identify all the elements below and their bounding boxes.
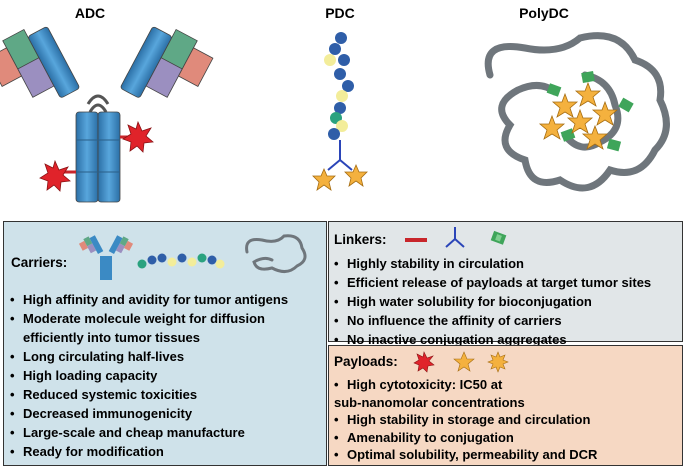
linkers-heading: Linkers: [334, 232, 387, 247]
polydc-polymer-drug-conjugate-illustration [484, 32, 670, 192]
polydc-title: PolyDC [519, 5, 569, 21]
carrier-item: Large-scale and cheap manufacture [10, 423, 288, 442]
carrier-item: Moderate molecule weight for diffusion [10, 309, 288, 328]
yellow-payload-star-icon [487, 351, 509, 373]
carriers-panel: Carriers: High affinity and avidity for … [3, 221, 327, 466]
linker-item: High water solubility for bioconjugation [334, 292, 651, 311]
antibody-icon [78, 235, 134, 280]
carriers-list: High affinity and avidity for tumor anti… [10, 290, 288, 461]
carrier-item: High loading capacity [10, 366, 288, 385]
carrier-item: Reduced systemic toxicities [10, 385, 288, 404]
payload-item: High stability in storage and circulatio… [334, 411, 597, 429]
payload-item: Amenability to conjugation [334, 429, 597, 447]
blue-y-linker-icon [445, 227, 465, 248]
carrier-item: Decreased immunogenicity [10, 404, 288, 423]
payload-item-continued: sub-nanomolar concentrations [334, 394, 525, 410]
carrier-item: Ready for modification [10, 442, 288, 461]
pdc-peptide-drug-conjugate-illustration [312, 32, 368, 191]
polymer-chain-icon [245, 234, 307, 273]
linkers-list: Highly stability in circulation Efficien… [334, 254, 651, 349]
linkers-panel: Linkers: Highly stability in circulation… [328, 221, 683, 349]
peptide-chain-icon [137, 253, 225, 269]
payloads-panel: Payloads: High cytotoxicity: IC50 at sub… [328, 345, 683, 466]
carriers-heading: Carriers: [11, 255, 68, 270]
carrier-item: High affinity and avidity for tumor anti… [10, 290, 288, 309]
adc-antibody-drug-conjugate-illustration [0, 26, 214, 203]
pdc-title: PDC [325, 5, 355, 21]
red-linker-icon [405, 238, 427, 242]
linker-item: Highly stability in circulation [334, 254, 651, 273]
adc-title: ADC [74, 5, 106, 21]
payload-item: Optimal solubility, permeability and DCR [334, 446, 597, 464]
linker-item: No influence the affinity of carriers [334, 311, 651, 330]
payload-item: High cytotoxicity: IC50 at [334, 376, 597, 394]
payloads-heading: Payloads: [334, 354, 398, 369]
linker-item: Efficient release of payloads at target … [334, 273, 651, 292]
carrier-item-continued: efficiently into tumor tissues [23, 330, 200, 345]
payloads-list: High cytotoxicity: IC50 at sub-nanomolar… [334, 376, 597, 464]
carrier-item: Long circulating half-lives [10, 347, 288, 366]
green-linker-icon [490, 230, 507, 245]
orange-payload-star-icon [453, 351, 475, 372]
red-payload-star-icon [413, 351, 435, 373]
linker-item: No inactive conjugation aggregates [334, 330, 651, 349]
